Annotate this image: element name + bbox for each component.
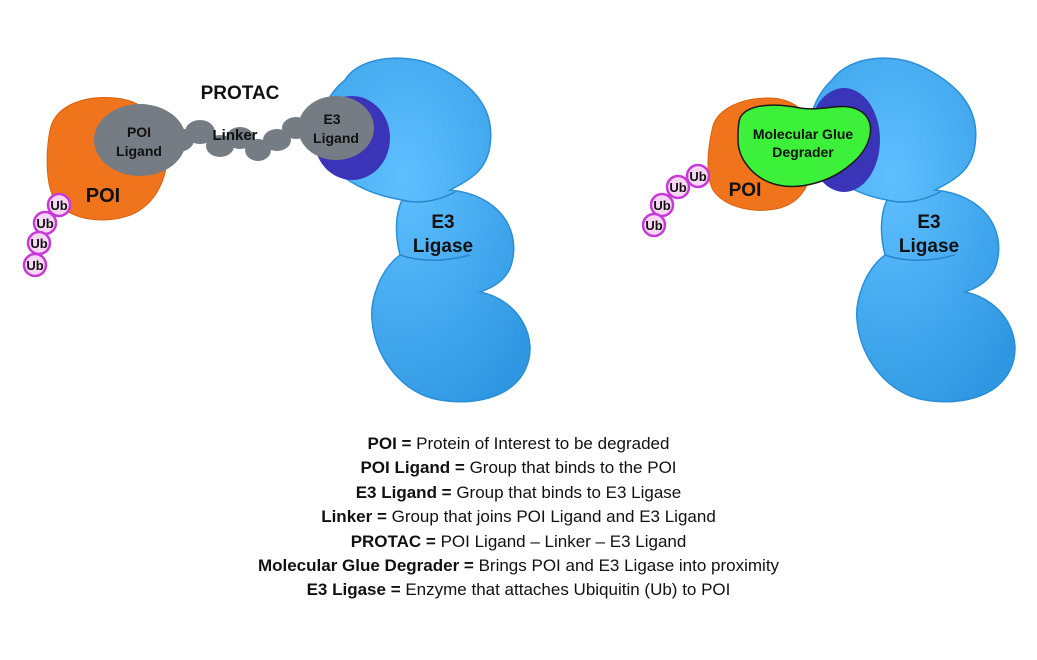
ligase-fold-line [399, 254, 471, 261]
poi-ligand-shape [94, 104, 186, 176]
legend-definition: Enzyme that attaches Ubiquitin (Ub) to P… [400, 580, 731, 600]
legend-term: PROTAC = [350, 531, 436, 551]
ubiquitin-bead [665, 174, 691, 200]
glue-label-line1: Molecular Glue [753, 126, 854, 142]
legend-row-poi: POI = Protein of Interest to be degraded [0, 432, 1037, 456]
legend-row-protac: PROTAC = POI Ligand – Linker – E3 Ligand [0, 530, 1037, 554]
legend-definition: Group that joins POI Ligand and E3 Ligan… [386, 507, 716, 527]
legend-term: POI Ligand = [360, 458, 465, 478]
ubiquitin-bead [46, 192, 72, 218]
molecular-glue-diagram: POI Molecular Glue Degrader E3 Ligase Ub… [641, 57, 1016, 403]
ub-label: Ub [689, 169, 706, 184]
legend-definition: Group that binds to the POI [464, 458, 677, 478]
ubiquitin-chain: Ub Ub Ub Ub [641, 163, 711, 238]
legend-term: E3 Ligase = [306, 580, 401, 600]
legend-term: Molecular Glue Degrader = [257, 555, 474, 575]
ligase-fold-line [886, 191, 941, 203]
linker-label: Linker [212, 127, 257, 144]
legend-definition: Protein of Interest to be degraded [411, 434, 670, 453]
legend-definition: Group that binds to E3 Ligase [451, 482, 682, 502]
poi-ligand-label-line2: Ligand [116, 143, 162, 159]
ub-label: Ub [36, 216, 53, 231]
legend-term: Linker = [321, 507, 387, 527]
poi-label: POI [729, 180, 762, 201]
legend-term: POI = [367, 434, 412, 453]
poi-ligand-label-line1: POI [127, 124, 151, 140]
e3-ligase-label-line2: Ligase [899, 236, 959, 257]
ub-label: Ub [26, 258, 43, 273]
ubiquitin-bead [685, 163, 711, 189]
e3-ligand-shape [298, 96, 374, 160]
molecular-glue-shape [737, 104, 872, 188]
ubiquitin-bead [22, 252, 48, 278]
protac-title: PROTAC [201, 83, 280, 104]
linker-chain [162, 117, 310, 161]
glue-label-line2: Degrader [772, 144, 834, 160]
legend-row-e3-ligand: E3 Ligand = Group that binds to E3 Ligas… [0, 481, 1037, 505]
mechanism-diagram: POI Linker POI Ligand E3 Ligand PROTAC E… [22, 57, 1016, 403]
legend-term: E3 Ligand = [355, 482, 452, 502]
ub-label: Ub [50, 198, 67, 213]
ub-label: Ub [30, 236, 47, 251]
definitions-legend: POI = Protein of Interest to be degraded… [0, 432, 1037, 603]
e3-ligase-label-line1: E3 [917, 212, 940, 233]
poi-label: POI [86, 185, 120, 207]
legend-row-linker: Linker = Group that joins POI Ligand and… [0, 505, 1037, 529]
ubiquitin-bead [641, 212, 667, 238]
legend-row-poi-ligand: POI Ligand = Group that binds to the POI [0, 456, 1037, 480]
ub-label: Ub [669, 180, 686, 195]
e3-ligase-label-line2: Ligase [413, 236, 473, 257]
ligase-fold-line [401, 191, 456, 203]
legend-definition: POI Ligand – Linker – E3 Ligand [435, 531, 687, 551]
legend-row-molecular-glue: Molecular Glue Degrader = Brings POI and… [0, 554, 1037, 578]
ub-label: Ub [653, 198, 670, 213]
e3-ligand-label-line1: E3 [323, 111, 340, 127]
e3-ligase-label-line1: E3 [431, 212, 454, 233]
ub-label: Ub [645, 218, 662, 233]
e3-ligand-label-line2: Ligand [313, 130, 359, 146]
legend-row-e3-ligase: E3 Ligase = Enzyme that attaches Ubiquit… [0, 578, 1037, 602]
legend-definition: Brings POI and E3 Ligase into proximity [473, 555, 780, 575]
protac-diagram: POI Linker POI Ligand E3 Ligand PROTAC E… [22, 57, 531, 403]
ligase-fold-line [884, 254, 956, 261]
ubiquitin-chain: Ub Ub Ub Ub [22, 192, 72, 278]
